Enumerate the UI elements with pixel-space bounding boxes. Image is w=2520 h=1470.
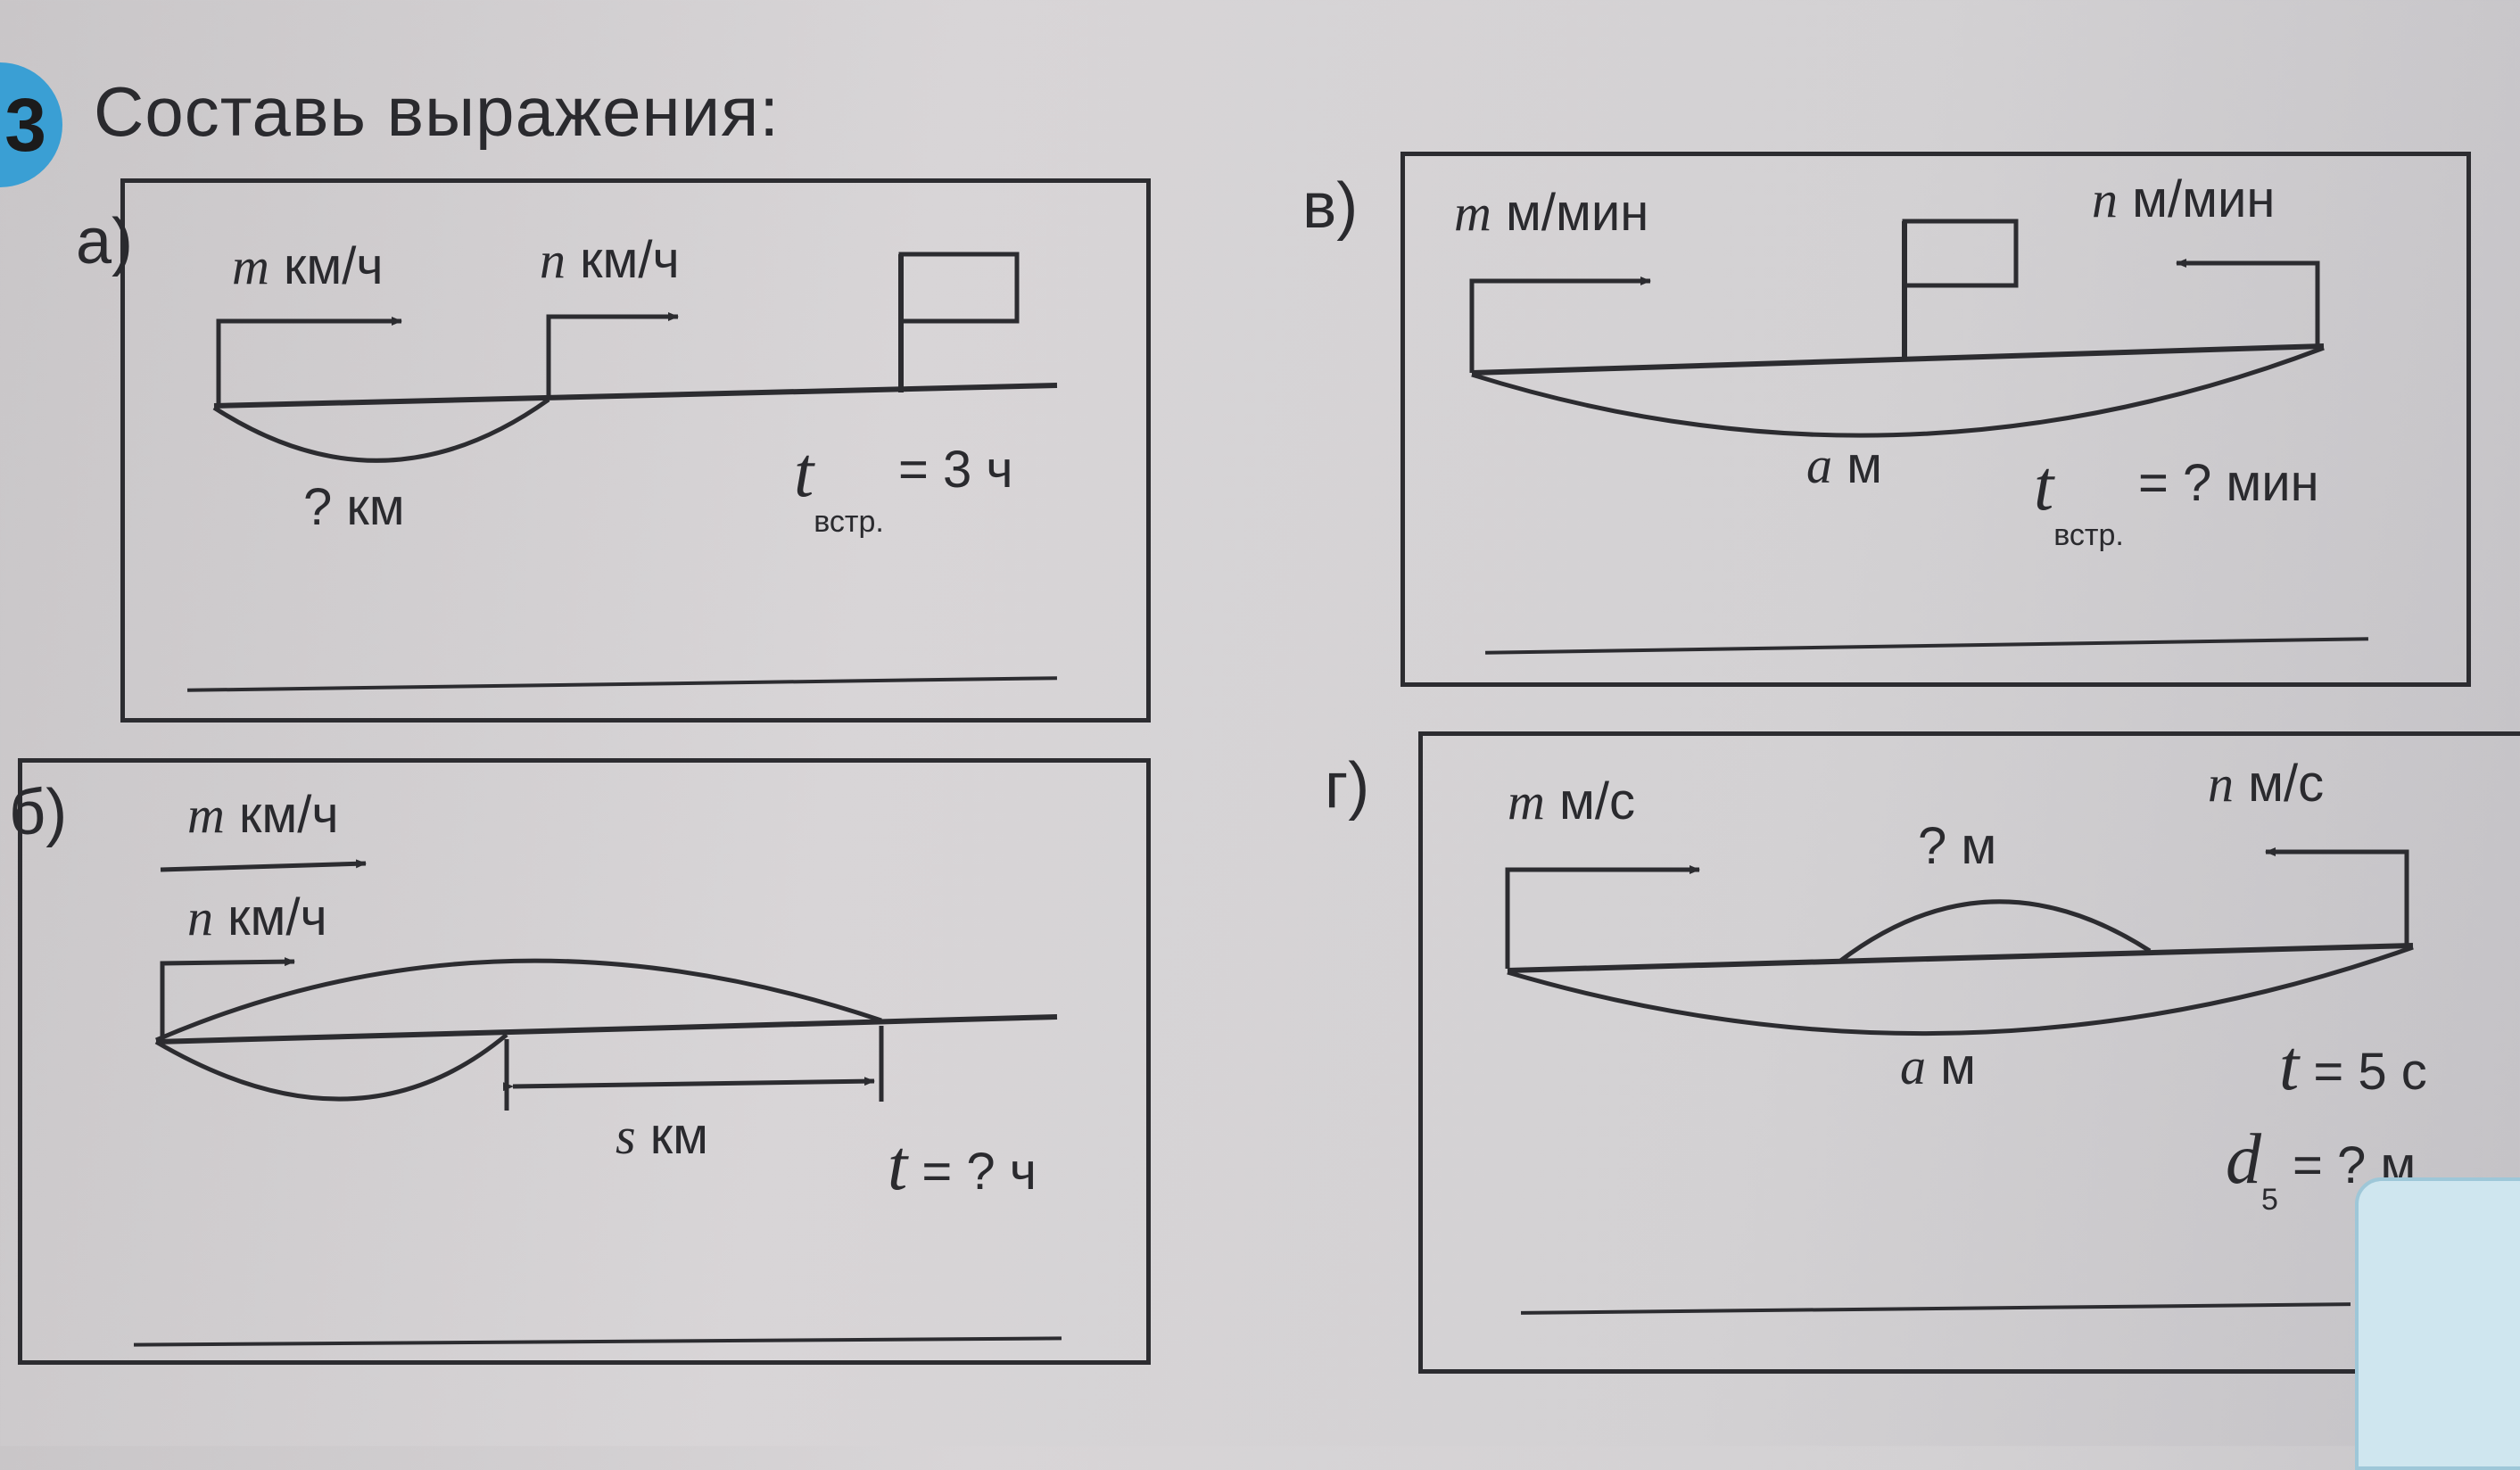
arrow-m-a — [216, 317, 402, 406]
part-label-g: г) — [1325, 750, 1370, 822]
distance-var: a — [1900, 1037, 1926, 1095]
box-b — [18, 758, 1151, 1365]
box-g — [1418, 731, 2520, 1374]
speed-unit: км/ч — [566, 231, 680, 289]
distance-unit: м — [1832, 436, 1882, 494]
flag-v — [1902, 219, 2019, 288]
time-value: = 3 ч — [897, 441, 1013, 499]
corner-mascot-image — [2355, 1177, 2520, 1470]
part-label-a: а) — [76, 206, 134, 277]
distance-label-b: s км — [616, 1106, 708, 1166]
speed-var: m — [232, 237, 269, 295]
arrow-n-g — [2265, 847, 2409, 946]
speed-n-label-v: n м/мин — [2092, 169, 2275, 229]
road-a — [213, 383, 1058, 409]
speed-var: n — [2208, 755, 2234, 813]
time-label-a: tвстр. = 3 ч — [794, 433, 1013, 539]
speed-unit: м/с — [2234, 755, 2325, 813]
time-var: t — [888, 1127, 908, 1205]
arrow-n-v — [2176, 259, 2320, 346]
meet-arc-lower-b — [154, 1033, 508, 1102]
time-sub: встр. — [2053, 518, 2124, 552]
time-label-b: t = ? ч — [888, 1126, 1037, 1207]
arrow-n-a — [546, 312, 679, 399]
speed-n-label-b: n км/ч — [187, 888, 327, 947]
arrow-n-b — [160, 957, 295, 1040]
road-g — [1507, 943, 2414, 973]
speed-n-label-g: n м/с — [2208, 754, 2324, 813]
gap-label-g: ? м — [1918, 817, 1997, 875]
part-label-b: б) — [9, 777, 68, 848]
speed-unit: м/с — [1544, 772, 1635, 830]
speed-m-label-b: m км/ч — [187, 785, 339, 845]
part-label-v: в) — [1302, 170, 1359, 242]
box-a — [120, 178, 1151, 723]
arrow-m-v — [1469, 277, 1651, 373]
road-v — [1471, 343, 2325, 376]
speed-n-label-a: n км/ч — [540, 230, 680, 290]
distance-label-v: a м — [1806, 435, 1882, 495]
road-b — [155, 1014, 1058, 1045]
gap-arc-g — [1838, 899, 2152, 963]
task-number: 3 — [4, 82, 46, 167]
speed-m-label-g: m м/с — [1508, 772, 1635, 831]
arrow-m-b — [160, 859, 367, 872]
speed-var: m — [1508, 772, 1545, 830]
distance-unit: м — [1926, 1037, 1976, 1095]
time-var: t — [2279, 1027, 2300, 1105]
distance-arc-g — [1507, 945, 2414, 1036]
d5-label-g: d5 = ? м — [2226, 1119, 2416, 1217]
speed-var: n — [540, 231, 566, 289]
speed-m-label-a: m км/ч — [232, 236, 384, 296]
distance-var: a — [1806, 436, 1832, 494]
distance-label-a: ? км — [303, 478, 405, 536]
d-sub: 5 — [2261, 1183, 2278, 1217]
box-v — [1400, 152, 2471, 687]
time-value: = ? мин — [2137, 454, 2319, 512]
speed-var: n — [187, 888, 213, 946]
speed-var: n — [2092, 170, 2118, 228]
distance-arc-a — [212, 397, 550, 463]
speed-var: m — [1454, 184, 1491, 242]
flag-a — [898, 252, 1020, 324]
speed-m-label-v: m м/мин — [1454, 183, 1648, 243]
speed-unit: км/ч — [213, 888, 327, 946]
time-label-g: t = 5 с — [2279, 1026, 2427, 1107]
time-sub: встр. — [814, 505, 884, 539]
distance-arc-v — [1471, 345, 2325, 438]
time-value: = 5 с — [2299, 1043, 2427, 1101]
speed-var: m — [187, 786, 225, 844]
task-title: Составь выражения: — [94, 72, 781, 151]
d-var: d — [2226, 1120, 2261, 1199]
distance-label-g: a м — [1900, 1036, 1976, 1096]
time-value: = ? ч — [907, 1143, 1037, 1201]
meet-arc-upper-b — [155, 958, 882, 1043]
time-var: t — [2034, 447, 2054, 525]
time-var: t — [794, 434, 814, 512]
speed-unit: м/мин — [1491, 184, 1649, 242]
distance-var: s — [616, 1107, 636, 1165]
speed-unit: км/ч — [224, 786, 339, 844]
speed-unit: м/мин — [2118, 170, 2276, 228]
time-label-v: tвстр. = ? мин — [2034, 446, 2319, 552]
arrow-m-g — [1505, 865, 1700, 969]
distance-dim-b — [502, 1077, 875, 1092]
distance-unit: км — [635, 1107, 708, 1165]
speed-unit: км/ч — [269, 237, 384, 295]
